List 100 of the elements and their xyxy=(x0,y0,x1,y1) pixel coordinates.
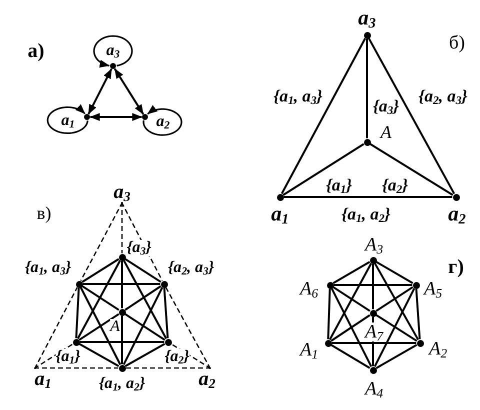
edge-label: {a$_{2}$, a$_{3}$} xyxy=(418,88,468,104)
vertex-label: {a$_{1}$, a$_{2}$} xyxy=(98,376,146,392)
vertex-dot xyxy=(370,366,376,374)
vertex-dot xyxy=(370,310,376,316)
double-arrow xyxy=(88,68,112,115)
vertex-label: A$_{6}$ xyxy=(300,280,318,298)
edge-line xyxy=(332,342,416,344)
panel-label: г) xyxy=(448,257,464,277)
vertex-dot xyxy=(72,338,80,346)
dashed-line xyxy=(121,202,163,281)
double-arrow xyxy=(90,113,142,121)
edge-line xyxy=(80,286,122,366)
vertex-label: a$_{3}$ xyxy=(106,43,120,59)
edge-line xyxy=(284,196,452,198)
edge-line xyxy=(82,283,160,285)
edge-line xyxy=(82,285,120,311)
vertex-dot xyxy=(416,340,424,346)
edge-line xyxy=(332,261,370,284)
edge-line xyxy=(124,285,162,311)
edge-line xyxy=(121,316,123,364)
edge-line xyxy=(82,258,120,283)
loop-arrow xyxy=(142,105,182,136)
vertex-dot xyxy=(276,194,284,200)
dashed-line xyxy=(34,287,78,370)
vertex-label: A$_{4}$ xyxy=(364,380,384,398)
edge-line xyxy=(78,343,120,367)
vertex-dot xyxy=(364,32,370,38)
double-arrow xyxy=(114,68,144,115)
loop-arrow xyxy=(46,104,88,134)
vertex-dot xyxy=(164,338,172,346)
panel-label: в) xyxy=(36,204,52,222)
vertex-dot xyxy=(118,254,126,260)
edge-line xyxy=(282,143,364,196)
dashed-line xyxy=(170,343,211,370)
edge-line xyxy=(376,261,414,284)
edge-line xyxy=(332,286,370,312)
vertex-label: A xyxy=(380,123,392,141)
edge-line xyxy=(376,344,418,369)
edge-line xyxy=(124,313,166,341)
vertex-label: a$_{2}$ xyxy=(156,114,170,130)
vertex-dot xyxy=(118,308,126,316)
edge-line xyxy=(122,286,164,366)
vertex-label: a$_{3}$ xyxy=(358,8,376,28)
panel-label: б) xyxy=(449,34,465,52)
vertex-dot xyxy=(160,280,168,288)
edge-label: {a$_{2}$} xyxy=(382,176,408,194)
edge-line xyxy=(330,344,370,369)
edge-line xyxy=(415,288,421,340)
edge-line xyxy=(280,38,366,194)
edge-line xyxy=(327,288,331,340)
loop-arrow xyxy=(93,35,133,68)
vertex-label: a$_{3}$ xyxy=(114,182,130,202)
edge-label: {a$_{1}$, a$_{3}$} xyxy=(274,88,322,104)
vertex-label: a$_{2}$ xyxy=(448,204,466,224)
edge-line xyxy=(76,260,122,340)
vertex-label: {a$_{2}$, a$_{3}$} xyxy=(168,260,214,276)
vertex-dot xyxy=(142,114,148,120)
edge-line xyxy=(330,288,372,368)
vertex-dot xyxy=(364,138,370,146)
vertex-label: A$_{3}$ xyxy=(364,236,384,254)
vertex-label: A$_{1}$ xyxy=(300,340,318,360)
edge-label: {a$_{3}$} xyxy=(372,98,400,114)
vertex-label: a$_{1}$ xyxy=(34,369,52,389)
edge-line xyxy=(366,38,368,138)
edge-label: {a$_{1}$, a$_{2}$} xyxy=(342,206,390,222)
vertex-dot xyxy=(84,114,90,120)
edge-line xyxy=(374,262,419,340)
dashed-line xyxy=(165,287,211,370)
vertex-dot xyxy=(370,256,376,264)
edge-line xyxy=(80,341,164,343)
edge-line xyxy=(122,260,168,340)
edge-line xyxy=(334,284,412,286)
dashed-line xyxy=(126,367,211,370)
vertex-dot xyxy=(76,280,82,288)
edge-line xyxy=(328,262,372,340)
vertex-label: a$_{2}$ xyxy=(198,369,216,389)
vertex-dot xyxy=(326,282,334,288)
vertex-label: A$_{2}$ xyxy=(428,340,448,358)
panel-label: а) xyxy=(28,41,44,61)
vertex-dot xyxy=(118,364,126,372)
vertex-label: A$_{7}$ xyxy=(364,322,384,342)
vertex-label: a$_{1}$ xyxy=(61,113,75,129)
vertex-dot xyxy=(324,340,332,346)
dashed-line xyxy=(80,202,123,281)
vertex-label: {a$_{3}$} xyxy=(126,240,152,256)
edge-line xyxy=(370,143,454,196)
dashed-line xyxy=(34,344,74,370)
edge-line xyxy=(121,260,123,308)
vertex-label: a$_{1}$ xyxy=(271,204,289,224)
edge-line xyxy=(124,258,162,283)
edge-line xyxy=(330,314,370,342)
dashed-line xyxy=(121,202,123,254)
edge-line xyxy=(376,286,414,312)
edge-line xyxy=(163,288,169,338)
vertex-label: {a$_{1}$, a$_{3}$} xyxy=(24,260,72,276)
vertex-label: A$_{5}$ xyxy=(424,280,442,298)
edge-line xyxy=(372,264,374,310)
edge-line xyxy=(368,38,456,194)
vertex-dot xyxy=(412,282,420,288)
vertex-label: {a$_{2}$} xyxy=(164,349,190,365)
